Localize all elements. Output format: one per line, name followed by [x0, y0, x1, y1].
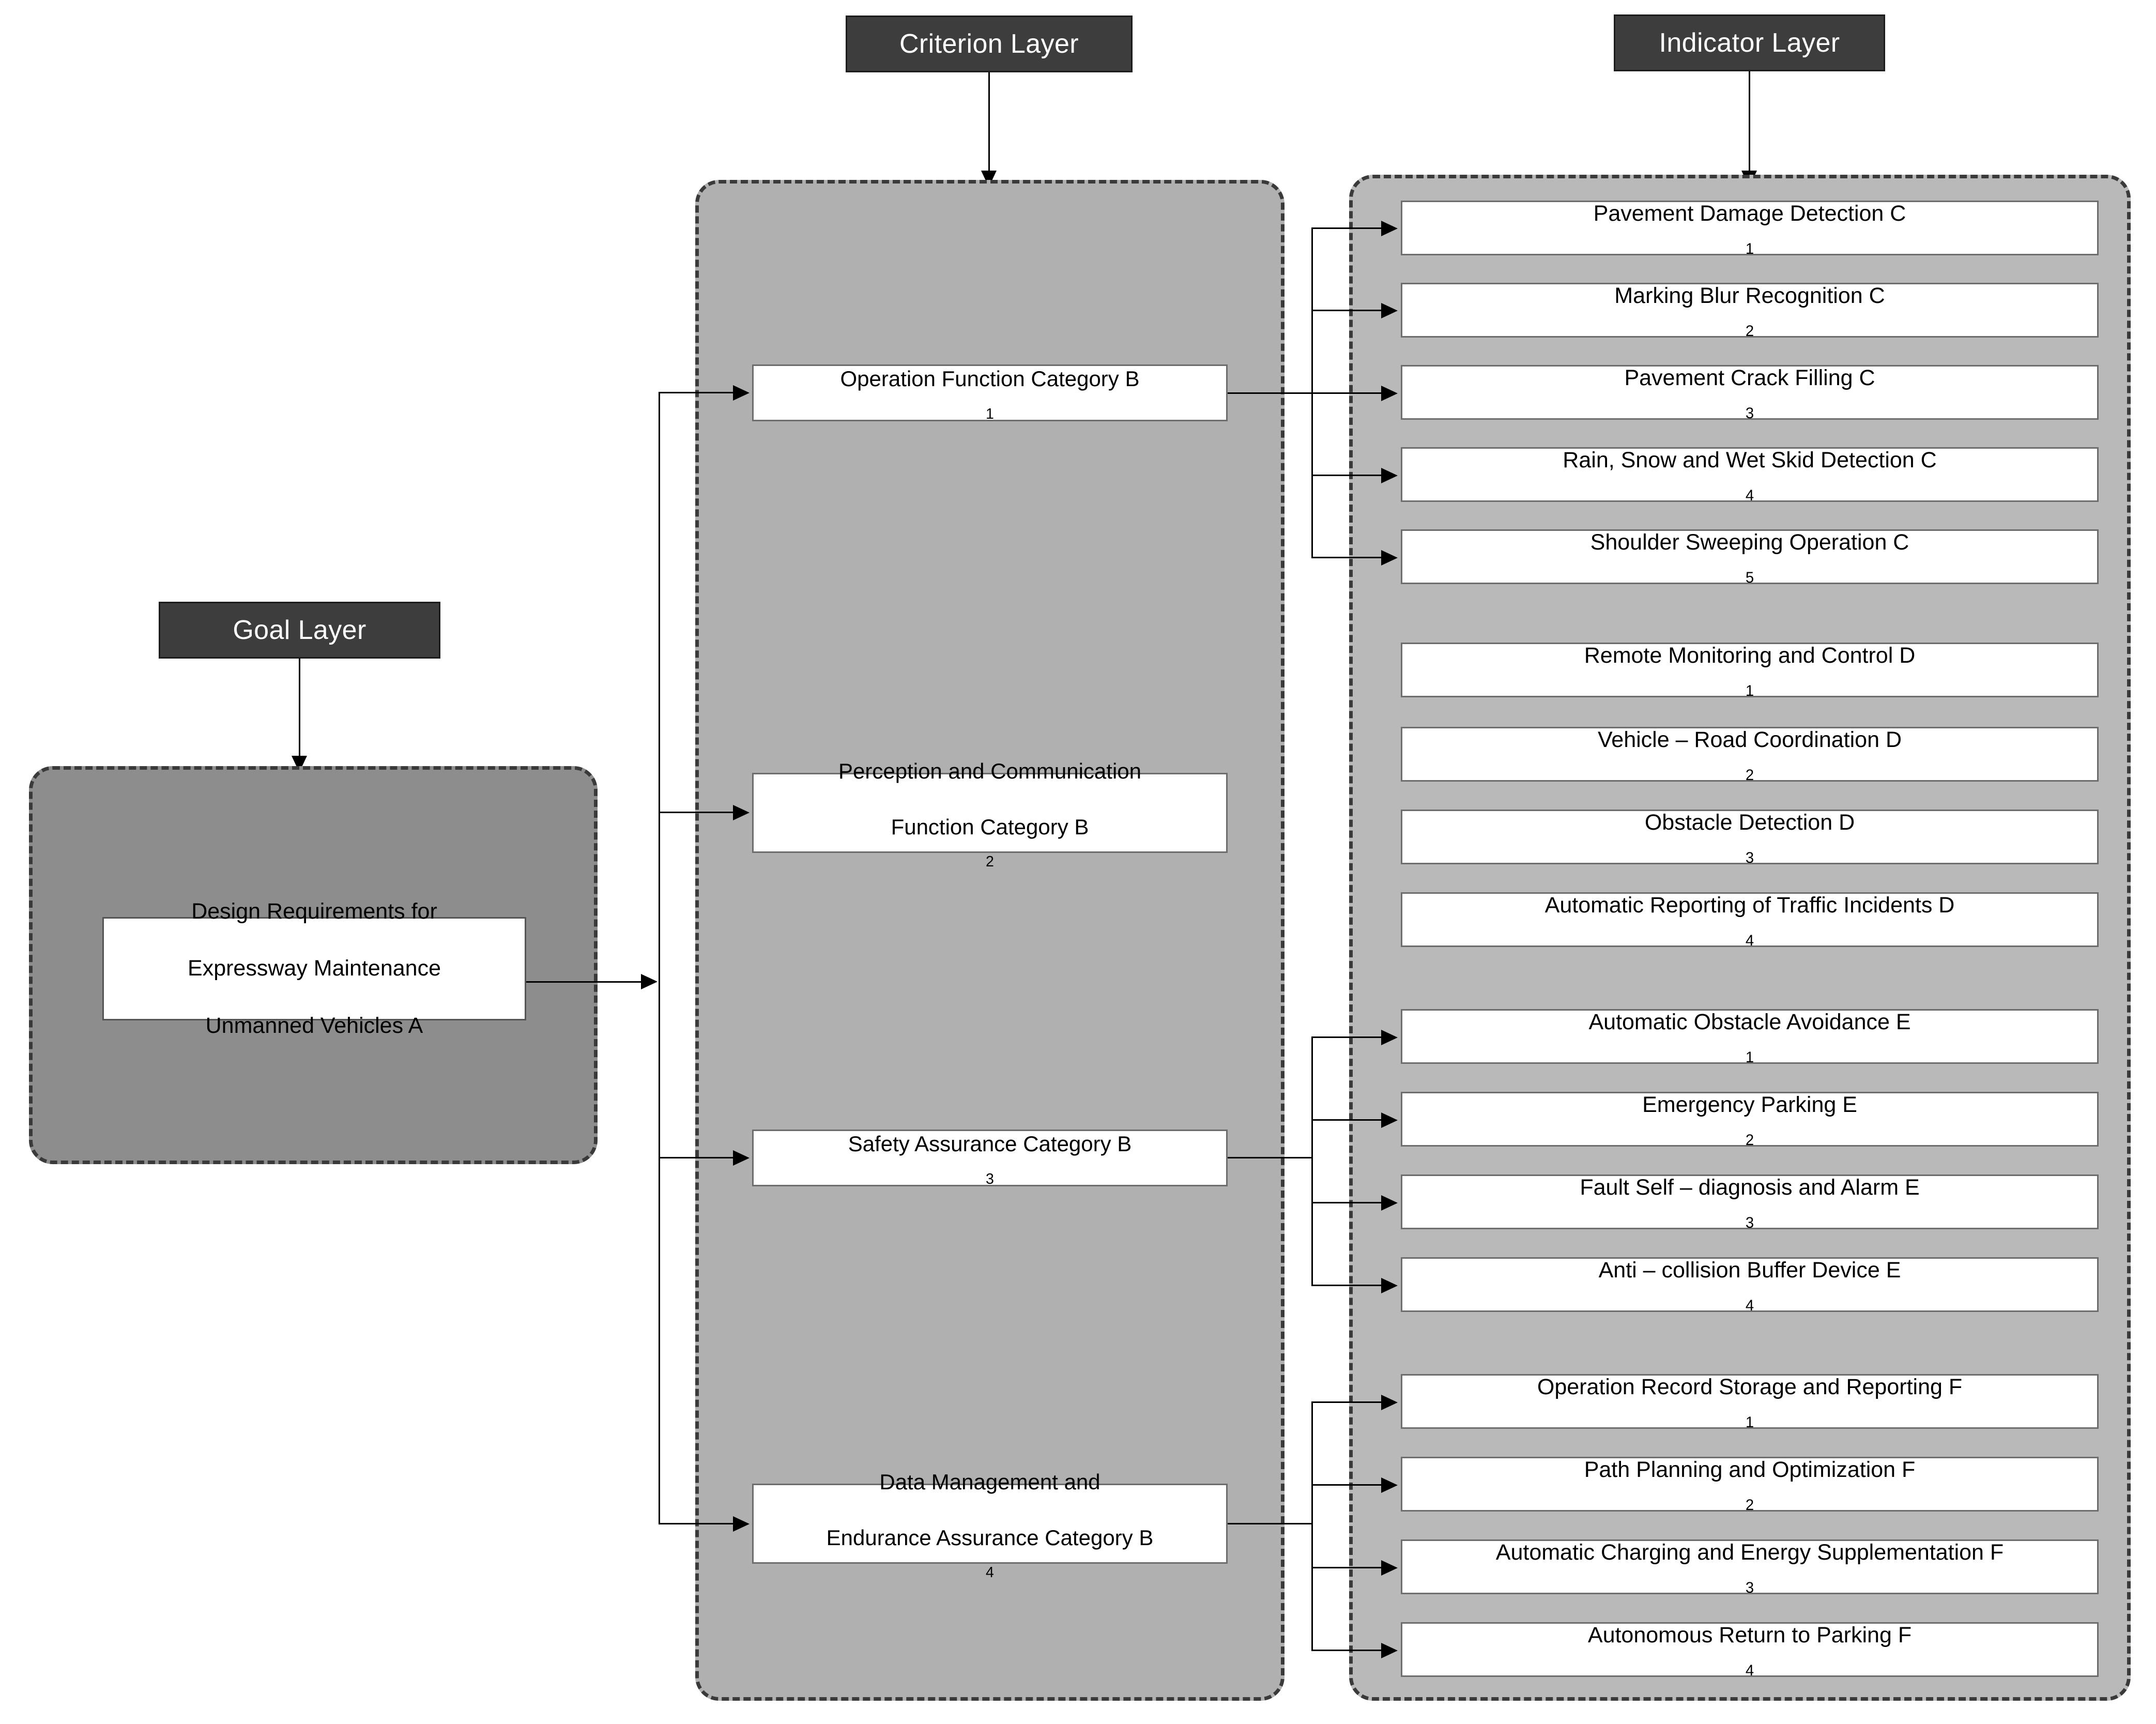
branch-to-e3-arrowhead: [1381, 1195, 1398, 1211]
branch-to-c4: [1311, 475, 1384, 476]
branch-to-b4: [659, 1523, 736, 1524]
branch-to-f1: [1311, 1401, 1384, 1403]
goal-to-trunk-line: [526, 981, 645, 983]
branch-to-b2-arrowhead: [733, 805, 750, 820]
goal-layer-chip: Goal Layer: [159, 602, 440, 659]
branch-to-c3-arrowhead: [1381, 386, 1398, 401]
indicator-node-f3-label: Automatic Charging and Energy Supplement…: [1495, 1539, 2004, 1596]
e-bracket-trunk: [1311, 1036, 1313, 1286]
indicator-node-d4[interactable]: Automatic Reporting of Traffic Incidents…: [1401, 892, 2099, 949]
branch-to-f2: [1311, 1484, 1384, 1486]
goal-to-trunk-arrowhead: [641, 974, 657, 989]
indicator-layer-chip: Indicator Layer: [1614, 14, 1885, 71]
branch-to-e2: [1311, 1119, 1384, 1121]
indicator-node-d4-label: Automatic Reporting of Traffic Incidents…: [1545, 892, 1955, 949]
branch-to-b1: [659, 392, 736, 393]
goal-chip-connector: [299, 659, 300, 761]
goal-node-design-requirements[interactable]: Design Requirements for Expressway Maint…: [102, 899, 526, 1038]
criterion-node-b4[interactable]: Data Management and Endurance Assurance …: [752, 1470, 1228, 1581]
branch-to-c5: [1311, 557, 1384, 558]
branch-to-e4: [1311, 1285, 1384, 1286]
goal-layer-chip-label: Goal Layer: [233, 615, 366, 645]
branch-to-f4: [1311, 1650, 1384, 1651]
criterion-chip-connector: [988, 72, 990, 176]
indicator-node-f1-label: Operation Record Storage and Reporting F…: [1537, 1374, 1963, 1431]
branch-to-e4-arrowhead: [1381, 1278, 1398, 1293]
criterion-layer-chip-label: Criterion Layer: [899, 29, 1079, 59]
branch-to-c1: [1311, 227, 1384, 229]
branch-to-e1: [1311, 1036, 1384, 1038]
branch-to-c2: [1311, 310, 1384, 311]
goal-node-label: Design Requirements for Expressway Maint…: [188, 899, 441, 1038]
branch-to-b4-arrowhead: [733, 1516, 750, 1532]
branch-to-e1-arrowhead: [1381, 1030, 1398, 1045]
branch-to-f4-arrowhead: [1381, 1643, 1398, 1658]
criterion-node-b2[interactable]: Perception and Communication Function Ca…: [752, 759, 1228, 870]
indicator-node-f3[interactable]: Automatic Charging and Energy Supplement…: [1401, 1539, 2099, 1596]
branch-to-b1-arrowhead: [733, 385, 750, 401]
indicator-node-f1[interactable]: Operation Record Storage and Reporting F…: [1401, 1374, 2099, 1431]
indicator-layer-chip-label: Indicator Layer: [1659, 28, 1840, 58]
branch-to-c2-arrowhead: [1381, 303, 1398, 318]
indicator-chip-connector: [1749, 71, 1750, 176]
branch-to-b3: [659, 1157, 736, 1158]
branch-to-e2-arrowhead: [1381, 1112, 1398, 1128]
criterion-layer-chip: Criterion Layer: [846, 16, 1133, 72]
b1-stem: [1228, 392, 1313, 394]
branch-to-f3: [1311, 1567, 1384, 1568]
branch-to-f2-arrowhead: [1381, 1477, 1398, 1493]
b3-stem: [1228, 1157, 1313, 1158]
criterion-bracket-trunk: [659, 392, 660, 1524]
branch-to-c4-arrowhead: [1381, 468, 1398, 483]
branch-to-f1-arrowhead: [1381, 1395, 1398, 1410]
branch-to-c3: [1311, 392, 1384, 394]
criterion-node-b2-label: Perception and Communication Function Ca…: [838, 759, 1141, 870]
criterion-node-b4-label: Data Management and Endurance Assurance …: [826, 1470, 1154, 1581]
branch-to-c1-arrowhead: [1381, 221, 1398, 236]
branch-to-c5-arrowhead: [1381, 550, 1398, 566]
branch-to-b3-arrowhead: [733, 1150, 750, 1166]
branch-to-b2: [659, 812, 736, 813]
b4-stem: [1228, 1523, 1313, 1524]
branch-to-e3: [1311, 1202, 1384, 1203]
branch-to-f3-arrowhead: [1381, 1560, 1398, 1576]
criterion-layer-container: [695, 180, 1285, 1701]
f-bracket-trunk: [1311, 1401, 1313, 1651]
